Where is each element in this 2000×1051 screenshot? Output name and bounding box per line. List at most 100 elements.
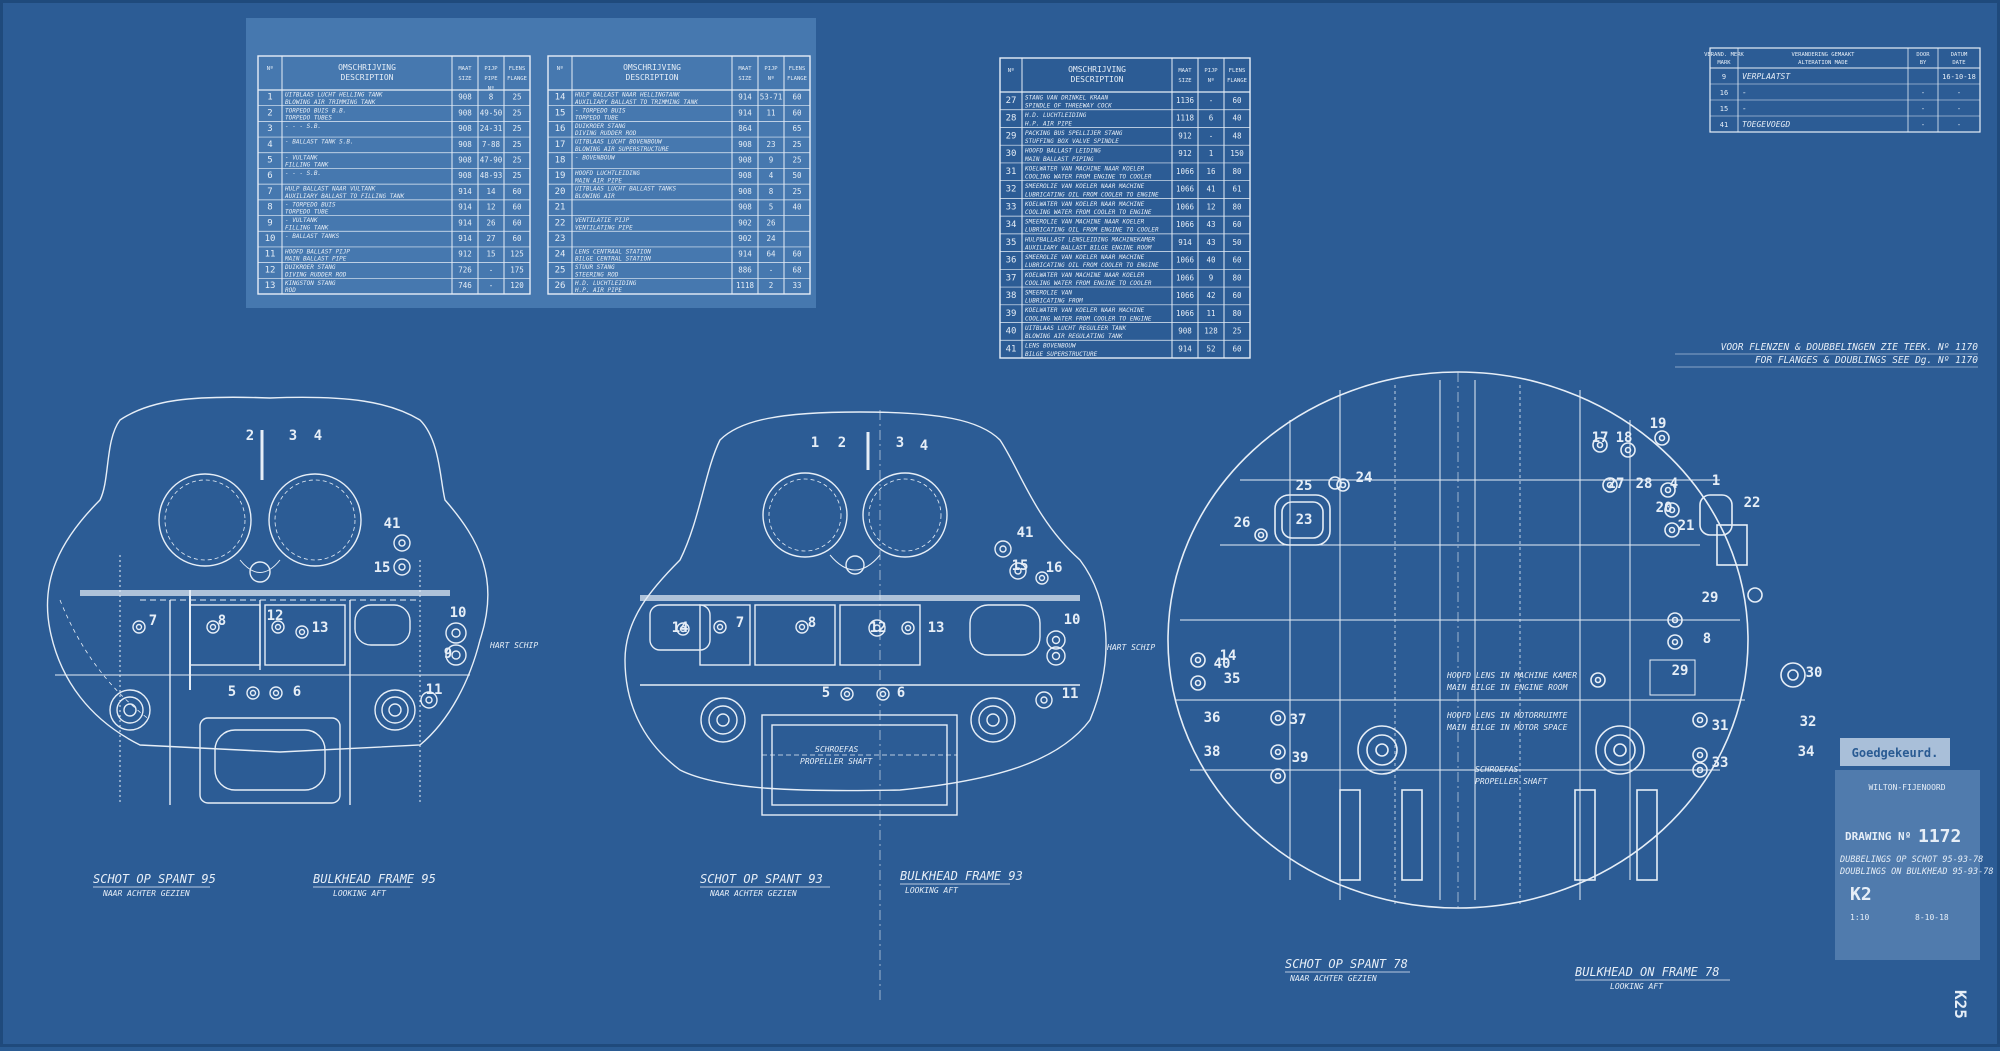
table-2-row-pipe: 4 [769,171,774,180]
table-3-row-flange: 150 [1230,149,1244,158]
table-2-row-flange: 60 [792,93,802,102]
callout-15: 15 [1012,558,1029,574]
table-1-row-flange: 25 [512,140,521,149]
table-1-row-flange: 60 [512,218,522,227]
table-1-row-size: 908 [458,155,472,164]
table-2-row-size: 908 [738,171,752,180]
table-1-row-pipe: 14 [486,187,496,196]
table-2-row-no: 16 [555,124,566,134]
table-2-row-size: 1118 [736,281,755,290]
table-2-row-size: 902 [738,218,752,227]
revision-header: VERAND. MERK [1704,52,1744,58]
revision-cell: - [1921,121,1925,129]
table-2-row-desc-nl: H.D. LUCHTLEIDING [574,280,637,287]
table-3-row-desc-nl: LENS BOVENBOUW [1025,343,1077,350]
table-2-row-pipe: 8 [769,187,774,196]
table-3-row-desc-nl: SMEEROLIE VAN KOELER NAAR MACHINE [1025,183,1145,190]
view-2-title-en: BULKHEAD FRAME 93 [900,869,1023,883]
view-3-sub-nl: NAAR ACHTER GEZIEN [1289,974,1377,983]
revision-cell: - [1957,121,1961,129]
callout-7: 7 [149,613,157,629]
table-3-row-size: 914 [1178,344,1192,353]
table-2-row-pipe: 5 [769,203,774,212]
table-1-row-desc-nl: - VULTANK [285,217,318,224]
table-1-row-pipe: 48-93 [480,171,503,180]
table-2-row-no: 21 [555,203,566,213]
revision-header: ALTERATION MADE [1798,60,1848,66]
table-2-row-desc-en: MAIN AIR PIPE [574,177,622,184]
table-3-row-flange: 60 [1232,256,1242,265]
shaft-en-3: PROPELLER SHAFT [1475,777,1548,786]
table-1-row-size: 914 [458,234,472,243]
table-3-row-desc-en: STUFFING BOX VALVE SPINDLE [1025,138,1119,145]
table-3-row-no: 36 [1006,256,1017,266]
table-2-row-no: 19 [555,171,566,181]
revision-cell: TOEGEVOEGD [1742,120,1790,129]
table-1-row-size: 908 [458,93,472,102]
table-2-row-desc-nl: - BOVENBOUW [575,154,616,161]
table-3-row-flange: 80 [1232,202,1242,211]
table-2-row-size: 908 [738,140,752,149]
callout-25: 25 [1296,478,1313,494]
callout-37: 37 [1290,712,1307,728]
callout-3: 3 [896,435,904,451]
table-1-row-desc-nl: TORPEDO BUIS B.B. [285,107,346,114]
margin-mark: K25 [1951,990,1970,1019]
table-1-row-desc-nl: HULP BALLAST NAAR VULTANK [284,186,376,193]
table-3-row-pipe: 128 [1204,327,1218,336]
table-1-row-size: 914 [458,187,472,196]
revision-header: VERANDERING GEMAAKT [1792,52,1856,58]
table-2-header: FLENS [789,66,806,72]
callout-4: 4 [1670,476,1678,492]
revision-cell: - [1957,105,1961,113]
table-1-row-pipe: - [489,281,494,290]
table-1-row-pipe: 49-50 [480,108,503,117]
table-3-row-no: 31 [1006,167,1017,177]
table-2-row-flange: 68 [792,265,802,274]
table-3-row-desc-en: LUBRICATING FROM [1025,298,1083,305]
desc-en: DOUBLINGS ON BULKHEAD 95-93-78 [1839,867,1994,877]
revision-cell: 16-10-18 [1942,73,1976,81]
shaft-en-2: PROPELLER SHAFT [800,757,873,766]
table-2-row-no: 24 [555,250,566,260]
table-1-row-pipe: 15 [486,250,495,259]
table-3-header: OMSCHRIJVING [1068,65,1126,74]
table-1-row-flange: 60 [512,234,522,243]
table-3-row-size: 912 [1178,131,1192,140]
table-3-row-flange: 50 [1232,238,1242,247]
callout-34: 34 [1798,744,1815,760]
table-2-row-size: 908 [738,203,752,212]
table-3-row-no: 29 [1006,131,1017,141]
bulkhead-view-frame-93 [624,410,1107,1000]
table-3-row-desc-nl: SMEEROLIE VAN KOELER NAAR MACHINE [1025,254,1145,261]
callout-14: 14 [1220,648,1237,664]
table-2-row-pipe: 64 [766,250,776,259]
table-2-row-desc-nl: DUIKROER STANG [574,123,626,130]
table-2-row-no: 23 [555,234,566,244]
callout-27: 27 [1608,476,1625,492]
table-2-row-desc-en: AUXILIARY BALLAST TO TRIMMING TANK [574,99,698,106]
table-1-header: Nº [488,85,495,92]
revision-cell: 9 [1722,73,1726,81]
table-3-row-desc-nl: KOELWATER VAN MACHINE NAAR KOELER [1024,165,1145,172]
table-3-row-size: 1136 [1176,96,1195,105]
table-3-row-flange: 61 [1232,185,1241,194]
revision-cell: VERPLAATST [1742,72,1791,81]
table-2-row-flange: 65 [792,124,801,133]
callout-6: 6 [293,684,301,700]
table-2-row-desc-nl: UITBLAAS LUCHT BALLAST TANKS [575,186,677,193]
table-3-row-desc-nl: PACKING BUS SPELLIJER STANG [1025,130,1123,137]
callout-6: 6 [897,685,905,701]
callout-12: 12 [267,608,284,624]
callout-14: 14 [672,620,689,636]
table-2-row-pipe: 23 [766,140,775,149]
table-3-row-size: 1066 [1176,256,1195,265]
note-line-1: VOOR FLENZEN & DOUBBELINGEN ZIE TEEK. Nº… [1721,342,1979,353]
table-3-row-desc-en: COOLING WATER FROM ENGINE TO COOLER [1025,280,1152,287]
callout-20: 20 [1656,500,1673,516]
revision-cell: - [1957,89,1961,97]
